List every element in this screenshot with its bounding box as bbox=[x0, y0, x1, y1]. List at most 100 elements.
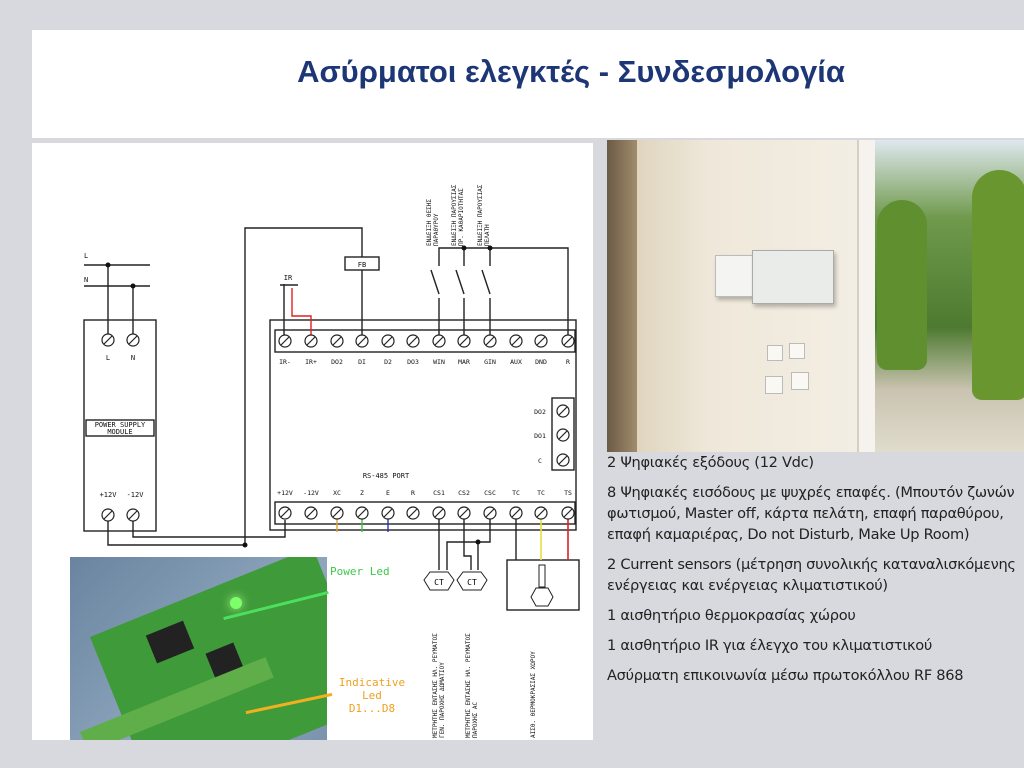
psu-terminal-label: L bbox=[106, 354, 110, 362]
terminal-screw bbox=[355, 506, 369, 520]
room-photo bbox=[607, 140, 1024, 452]
terminal-label: R bbox=[411, 489, 415, 497]
door-frame bbox=[857, 140, 877, 452]
psu-label: MODULE bbox=[107, 428, 132, 436]
switch-annotation: ΠΕΛΑΤΗ bbox=[484, 224, 491, 246]
terminal-screw bbox=[304, 334, 318, 348]
psu-screw bbox=[101, 508, 115, 522]
ct-label: CT bbox=[467, 578, 477, 587]
feature-item: 1 αισθητήριο θερμοκρασίας χώρου bbox=[607, 607, 856, 624]
psu-screw bbox=[126, 508, 140, 522]
rs485-label: RS-485 PORT bbox=[363, 472, 410, 480]
terminal-screw bbox=[561, 334, 575, 348]
relay-screw bbox=[556, 453, 570, 467]
psu-label: POWER SUPPLY bbox=[95, 421, 146, 429]
terminal-screw bbox=[278, 506, 292, 520]
switch-annotation: ΕΝΔΕΙΞΗ ΠΑΡΟΥΣΙΑΣ bbox=[477, 184, 484, 246]
ct-label: CT bbox=[434, 578, 444, 587]
slide-title: Ασύρματοι ελεγκτές - Συνδεσμολογία bbox=[297, 54, 845, 89]
terminal-label: WIN bbox=[433, 358, 445, 366]
terminal-screw bbox=[483, 506, 497, 520]
terminal-screw bbox=[561, 506, 575, 520]
terminal-screw bbox=[534, 334, 548, 348]
terminal-label: DI bbox=[358, 358, 366, 366]
sensor-annotation: ΑΙΣΘ. ΘΕΡΜΟΚΡΑΣΙΑΣ ΧΩΡΟΥ bbox=[530, 651, 537, 738]
terminal-label: E bbox=[386, 489, 390, 497]
sensor-annotation: ΜΕΤΡΗΤΗΣ ΕΝΤΑΣΗΣ ΗΛ. ΡΕΥΜΑΤΟΣ bbox=[432, 633, 439, 738]
psu-output-label: +12V bbox=[100, 491, 118, 499]
power-led-light bbox=[230, 597, 242, 609]
psu-terminal-label: N bbox=[131, 354, 135, 362]
terminal-screw bbox=[304, 506, 318, 520]
switch-annotation: ΕΝΔΕΙΞΗ ΘΕΣΗΣ bbox=[426, 199, 433, 246]
power-led-label: Power Led bbox=[330, 565, 390, 578]
switch-annotation: ΠΑΡΑΘΥΡΟΥ bbox=[433, 213, 440, 246]
terminal-screw bbox=[534, 506, 548, 520]
terminal-screw bbox=[457, 506, 471, 520]
cypress-tree bbox=[972, 170, 1024, 400]
terminal-screw bbox=[432, 506, 446, 520]
terminal-label: TC bbox=[512, 489, 520, 497]
terminal-label: IR- bbox=[279, 358, 291, 366]
terminal-screw bbox=[381, 506, 395, 520]
terminal-label: DO3 bbox=[407, 358, 419, 366]
terminal-label: D2 bbox=[384, 358, 392, 366]
switch-annotation: ΠΡ. ΚΑΘΑΡΙΟΤΗΤΑΣ bbox=[458, 188, 465, 246]
terminal-screw bbox=[483, 334, 497, 348]
distribution-panel bbox=[752, 250, 834, 304]
indicative-led-line: D1...D8 bbox=[348, 702, 396, 715]
terminal-label: MAR bbox=[458, 358, 470, 366]
terminal-label: CSC bbox=[484, 489, 496, 497]
terminal-label: R bbox=[566, 358, 570, 366]
terminal-screw bbox=[330, 334, 344, 348]
pcb-photo bbox=[70, 557, 327, 740]
temperature-sensor-icon bbox=[530, 587, 554, 607]
psu-output-label: -12V bbox=[127, 491, 145, 499]
feature-item: 2 Ψηφιακές εξόδους (12 Vdc) bbox=[607, 454, 814, 471]
terminal-screw bbox=[432, 334, 446, 348]
terminal-label: CS1 bbox=[433, 489, 445, 497]
relay-terminal-label: C bbox=[538, 457, 542, 465]
wall-socket bbox=[765, 376, 783, 394]
feature-item: 1 αισθητήριο IR για έλεγχο του κλιματιστ… bbox=[607, 637, 933, 654]
psu-screw bbox=[126, 333, 140, 347]
terminal-screw bbox=[330, 506, 344, 520]
slide-header bbox=[32, 30, 1024, 138]
switch-annotation: ΕΝΔΕΙΞΗ ΠΑΡΟΥΣΙΑΣ bbox=[451, 184, 458, 246]
terminal-screw bbox=[355, 334, 369, 348]
ct-sensor-2 bbox=[456, 571, 488, 591]
terminal-label: -12V bbox=[303, 489, 319, 497]
relay-terminal-label: DO1 bbox=[534, 432, 546, 440]
terminal-screw bbox=[406, 506, 420, 520]
sensor-annotation: ΠΑΡΟΧΗΣ AC bbox=[472, 701, 479, 738]
terminal-screw bbox=[509, 334, 523, 348]
ct-sensor-1 bbox=[423, 571, 455, 591]
terminal-label: IR+ bbox=[305, 358, 317, 366]
terminal-screw bbox=[406, 334, 420, 348]
terminal-label: DND bbox=[535, 358, 547, 366]
feature-item: Ασύρματη επικοινωνία μέσω πρωτοκόλλου RF… bbox=[607, 667, 964, 684]
feature-item: 8 Ψηφιακές εισόδους με ψυχρές επαφές. (Μ… bbox=[607, 484, 1015, 543]
wall-switch bbox=[789, 343, 805, 359]
terminal-label: CS2 bbox=[458, 489, 470, 497]
feature-list: 2 Ψηφιακές εξόδους (12 Vdc) 8 Ψηφιακές ε… bbox=[607, 452, 1024, 695]
terminal-screw bbox=[509, 506, 523, 520]
terminal-label: GIN bbox=[484, 358, 496, 366]
card-switch bbox=[791, 372, 809, 390]
wall-edge bbox=[607, 140, 637, 452]
relay-screw bbox=[556, 428, 570, 442]
terminal-label: TC bbox=[537, 489, 545, 497]
sensor-annotation: ΓΕΝ. ΠΑΡΟΧΗΣ ΔΩΜΑΤΙΟΥ bbox=[439, 662, 446, 738]
terminal-label: XC bbox=[333, 489, 341, 497]
mains-label-l: L bbox=[84, 252, 88, 260]
terminal-label: +12V bbox=[277, 489, 293, 497]
relay-screw bbox=[556, 404, 570, 418]
indicative-led-label: Indicative Led D1...D8 bbox=[332, 676, 412, 715]
relay-terminal-label: DO2 bbox=[534, 408, 546, 416]
terminal-screw bbox=[457, 334, 471, 348]
terminal-label: DO2 bbox=[331, 358, 343, 366]
indicative-led-line: Led bbox=[362, 689, 382, 702]
terminal-screw bbox=[278, 334, 292, 348]
terminal-label: AUX bbox=[510, 358, 522, 366]
